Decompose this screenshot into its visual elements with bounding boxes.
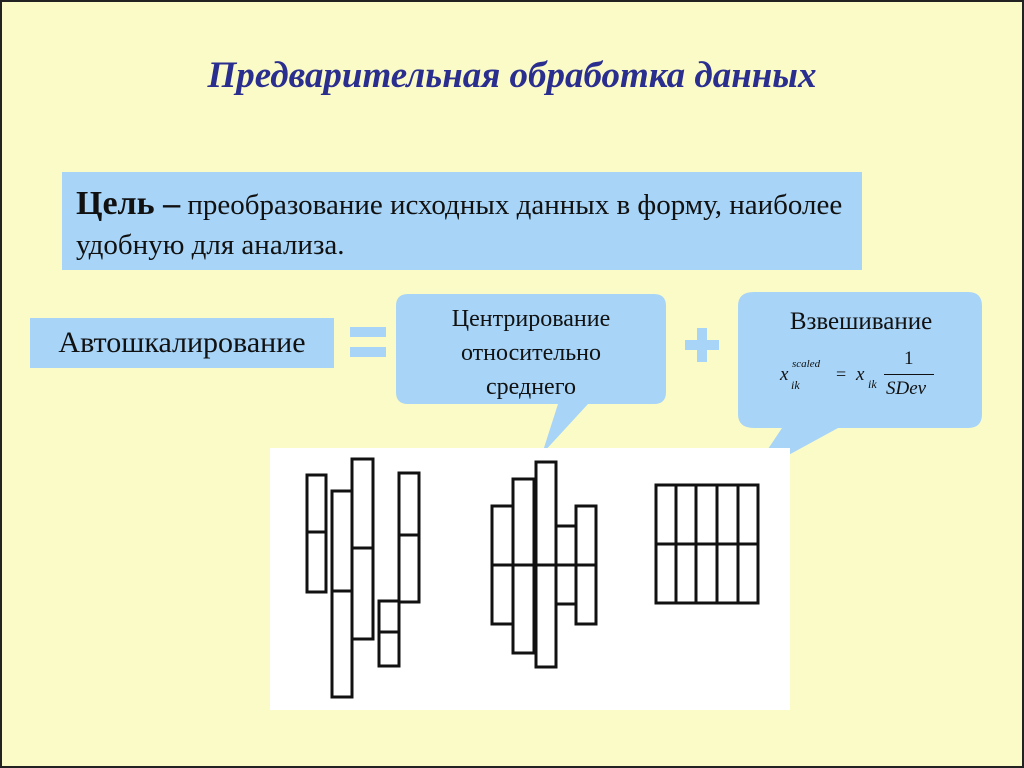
goal-text: преобразование исходных данных в форму, … [76,189,843,261]
weighting-callout [738,292,982,476]
raw-bar-5 [397,471,421,604]
formula-lhs-var: x [780,364,789,385]
goal-box: Цель – преобразование исходных данных в … [62,172,862,270]
formula-rhs-var: x [856,364,865,385]
formula-numerator: 1 [904,348,914,369]
formula-equals: = [836,364,847,384]
formula-lhs-sup: scaled [792,358,821,370]
formula-fraction-bar [884,374,934,375]
bars-illustration [305,457,760,699]
formula-denominator: SDev [886,378,927,399]
formula-rhs-sub: ik [868,377,877,391]
weighting-label: Взвешивание [789,308,933,335]
equals-sign [350,327,386,361]
plus-sign [685,328,719,362]
slide-title: Предварительная обработка данных [207,55,817,96]
centering-line-1: Центрирование [451,306,611,332]
scaling-formula: x scaled ik = x ik 1 SDev [780,346,960,406]
centering-line-3: среднего [486,374,576,400]
centering-label: Центрирование относительно среднего [400,302,662,404]
raw-bar-2 [330,489,354,699]
centering-callout [396,294,666,454]
autoscaling-box: Автошкалирование [30,318,334,368]
centering-line-2: относительно [460,340,601,366]
goal-label: Цель – [76,185,181,222]
bars-illustration-panel [270,448,790,710]
formula-lhs-sub: ik [791,378,800,392]
